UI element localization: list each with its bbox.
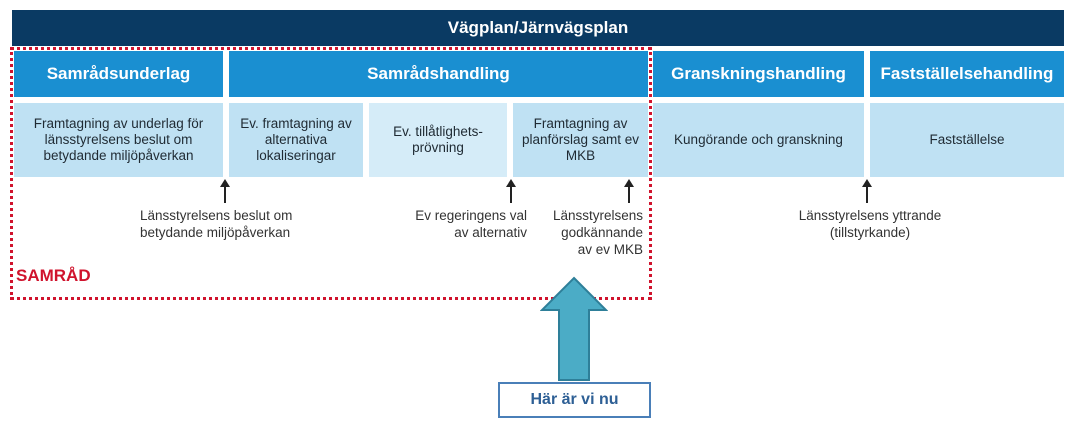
decision-arrow-icon (862, 179, 872, 203)
step-underlag-text: Framtagning av underlag för länsstyrelse… (33, 116, 204, 163)
note-line: av alternativ (454, 225, 527, 240)
note-line: (tillstyrkande) (829, 225, 911, 240)
header-samradsunderlag: Samrådsunderlag (14, 51, 223, 97)
step-underlag: Framtagning av underlag för länsstyrelse… (14, 103, 223, 177)
here-we-are-box: Här är vi nu (498, 382, 651, 418)
plan-title: Vägplan/Järnvägsplan (447, 18, 629, 37)
pointer-up-arrow-icon (540, 276, 608, 381)
header-samradshandling: Samrådshandling (229, 51, 648, 97)
step-alternativa-lokaliseringar: Ev. framtagning av alternativa lokaliser… (229, 103, 363, 177)
note-line: Länsstyrelsens (552, 208, 643, 223)
note-lansstyrelsen-yttrande: Länsstyrelsens yttrande (tillstyrkande) (770, 207, 970, 241)
plan-title-bar: Vägplan/Järnvägsplan (12, 10, 1064, 46)
note-line: Ev regeringens val (415, 208, 527, 223)
header-samradshandling-label: Samrådshandling (367, 64, 510, 83)
note-line: godkännande (561, 225, 643, 240)
header-granskningshandling-label: Granskningshandling (671, 64, 846, 83)
step-planforslag: Framtagning av planförslag samt ev MKB (513, 103, 648, 177)
step-kungorande: Kungörande och granskning (653, 103, 864, 177)
step-kungorande-text: Kungörande och granskning (674, 132, 843, 147)
step-faststallelse: Fastställelse (870, 103, 1064, 177)
step-planforslag-text: Framtagning av planförslag samt ev MKB (521, 116, 640, 163)
note-regeringens-val: Ev regeringens val av alternativ (370, 207, 527, 241)
step-faststallelse-text: Fastställelse (929, 132, 1005, 147)
samrad-frame (10, 47, 652, 300)
note-line: Länsstyrelsens beslut om (140, 208, 293, 223)
note-line: av ev MKB (577, 242, 643, 257)
step-tillatlighet-text: Ev. tillåtlighets-prövning (393, 124, 483, 155)
step-alternativa-text: Ev. framtagning av alternativa lokaliser… (240, 116, 352, 163)
note-lansstyrelsen-beslut: Länsstyrelsens beslut om betydande miljö… (140, 207, 340, 241)
step-tillatlighetsprovning: Ev. tillåtlighets-prövning (369, 103, 507, 177)
decision-arrow-icon (220, 179, 230, 203)
note-line: Länsstyrelsens yttrande (798, 208, 942, 223)
note-godkannande-mkb: Länsstyrelsens godkännande av ev MKB (530, 207, 643, 258)
header-faststallelsehandling-label: Fastställelsehandling (880, 64, 1054, 83)
decision-arrow-icon (506, 179, 516, 203)
header-granskningshandling: Granskningshandling (653, 51, 864, 97)
decision-arrow-icon (624, 179, 634, 203)
header-samradsunderlag-label: Samrådsunderlag (46, 64, 191, 83)
here-we-are-label: Här är vi nu (530, 391, 619, 408)
note-line: betydande miljöpåverkan (140, 225, 291, 240)
samrad-label: SAMRÅD (16, 266, 91, 285)
header-faststallelsehandling: Fastställelsehandling (870, 51, 1064, 97)
